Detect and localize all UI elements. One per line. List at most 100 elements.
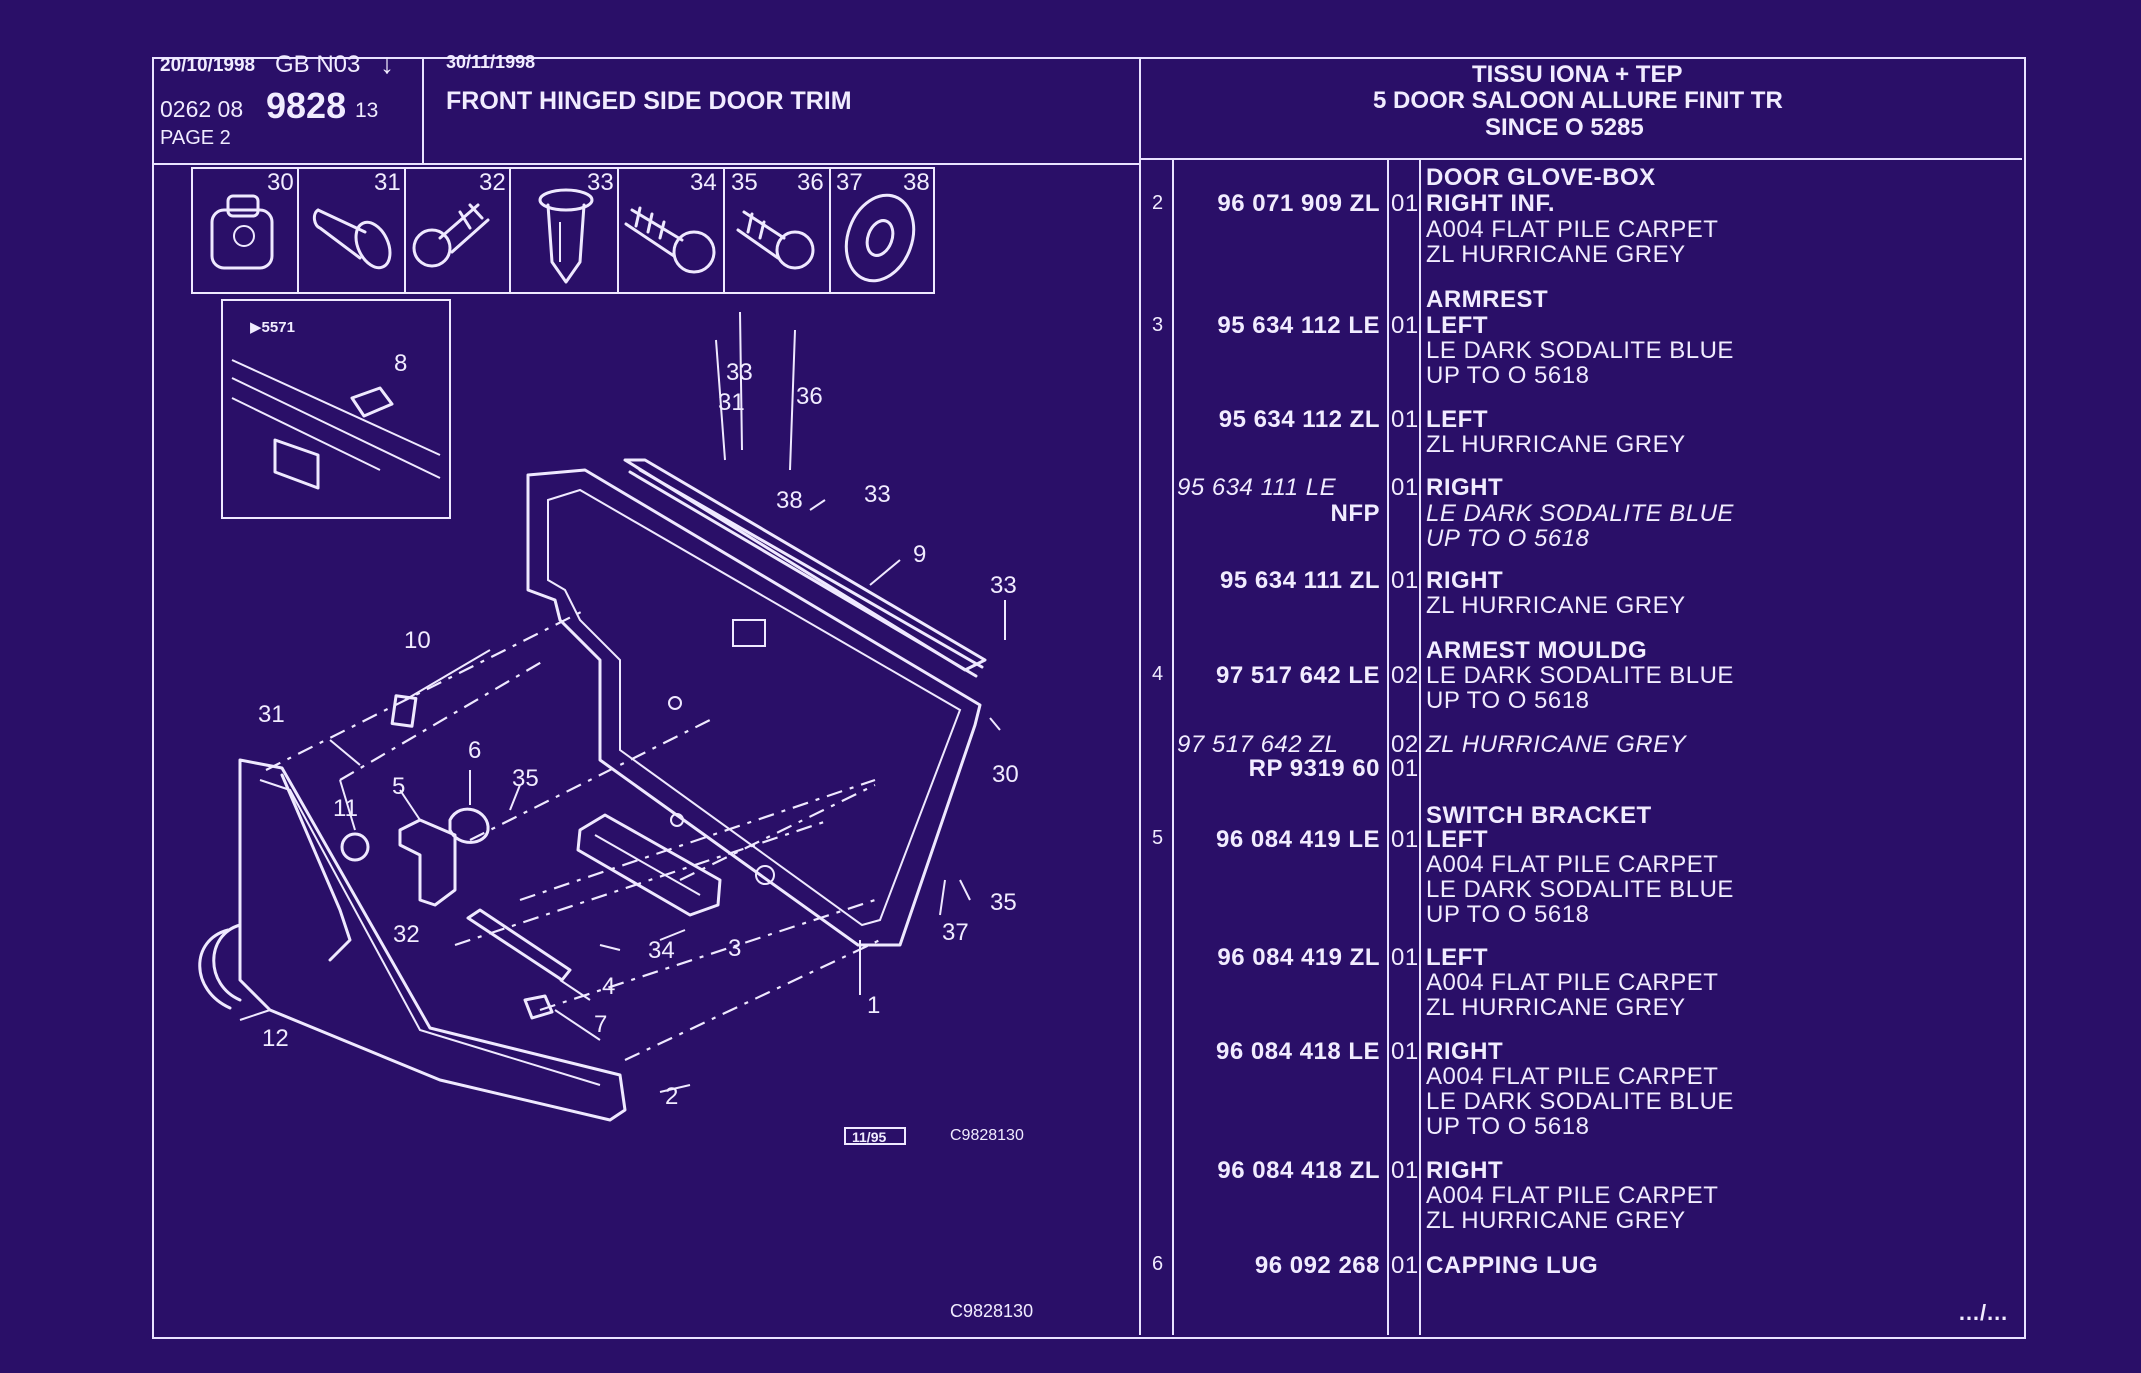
- side: RIGHT: [1426, 1038, 1504, 1065]
- header-region-code: GB N03: [275, 51, 361, 78]
- door-panel-9: [526, 458, 987, 947]
- header-date: 20/10/1998: [160, 55, 256, 76]
- part-number: 97 517 642 LE: [1216, 662, 1380, 689]
- callout-1: 1: [867, 992, 880, 1019]
- drawing-code-small: C9828130: [950, 1127, 1024, 1144]
- desc-line: A004 FLAT PILE CARPET: [1426, 216, 1719, 243]
- side: RIGHT INF.: [1426, 190, 1555, 217]
- desc-line: A004 FLAT PILE CARPET: [1426, 851, 1719, 878]
- callout-5: 5: [392, 773, 405, 800]
- ref-number: 6: [1152, 1253, 1164, 1275]
- header-page: PAGE 2: [160, 127, 231, 149]
- fastener-label-32: 32: [479, 169, 506, 196]
- callout-4: 4: [602, 973, 615, 1000]
- continued-marker: …/…: [1958, 1300, 2009, 1325]
- desc-line: LE DARK SODALITE BLUE: [1426, 1088, 1734, 1115]
- fastener-label-36: 36: [797, 169, 824, 196]
- fastener-label-35: 35: [731, 169, 758, 196]
- fastener-label-34: 34: [690, 169, 717, 196]
- drawing-code: C9828130: [950, 1301, 1034, 1321]
- main-vsep: [1139, 57, 1141, 1335]
- desc-line: UP TO O 5618: [1426, 687, 1590, 714]
- page-title: FRONT HINGED SIDE DOOR TRIM: [446, 87, 852, 115]
- callout-36: 36: [796, 383, 823, 410]
- callout-33-top: 33: [726, 359, 753, 386]
- fastener-label-38: 38: [903, 169, 930, 196]
- table-col-ref: [1172, 159, 1174, 1335]
- inset-callout: 8: [394, 350, 408, 377]
- callout-3: 3: [728, 935, 741, 962]
- desc-line: LE DARK SODALITE BLUE: [1426, 662, 1734, 689]
- armrest-3: [576, 813, 722, 917]
- side: LEFT: [1426, 826, 1488, 853]
- header-vsep-1: [422, 57, 424, 163]
- quantity: 01: [1391, 312, 1419, 339]
- callout-34: 34: [648, 937, 675, 964]
- quantity: 01: [1391, 474, 1419, 501]
- callout-33-mid: 33: [864, 481, 891, 508]
- screw-34-icon: [624, 206, 716, 274]
- part-6-icon: [448, 807, 490, 844]
- desc-line: UP TO O 5618: [1426, 901, 1590, 928]
- quantity: 02: [1391, 662, 1419, 689]
- inset-detail: [221, 299, 451, 519]
- part-number: RP 9319 60: [1248, 755, 1380, 782]
- title-date: 30/11/1998: [446, 52, 536, 72]
- header-divider-left: [152, 163, 1140, 165]
- glove-box-2: [198, 758, 627, 1122]
- callout-11: 11: [333, 795, 358, 822]
- header-divider-right: [1140, 158, 2022, 160]
- armrest-moulding-4: [466, 908, 572, 982]
- desc-line: ZL HURRICANE GREY: [1426, 1207, 1686, 1234]
- desc-line: A004 FLAT PILE CARPET: [1426, 1182, 1719, 1209]
- callout-6: 6: [468, 737, 481, 764]
- desc-line: ZL HURRICANE GREY: [1426, 731, 1687, 758]
- quantity: 01: [1391, 567, 1419, 594]
- spec-line-2: 5 DOOR SALOON ALLURE FINIT TR: [1373, 87, 1783, 114]
- callout-7: 7: [594, 1011, 607, 1038]
- quantity: 01: [1391, 944, 1419, 971]
- washer-38-icon: [844, 193, 916, 283]
- table-col-desc: [1419, 159, 1421, 1335]
- sheet-border: [152, 57, 2026, 1339]
- fastener-label-31: 31: [374, 169, 401, 196]
- clip-30-icon: [210, 194, 274, 270]
- spec-line-1: TISSU IONA + TEP: [1472, 61, 1683, 88]
- part-11-icon: [340, 832, 370, 862]
- callout-37: 37: [942, 919, 969, 946]
- desc-line: ZL HURRICANE GREY: [1426, 431, 1686, 458]
- part-number: 96 084 419 ZL: [1217, 944, 1380, 971]
- ref-number: 5: [1152, 827, 1164, 849]
- part-number: 97 517 642 ZL: [1177, 731, 1339, 758]
- part-number: 96 084 418 LE: [1216, 1038, 1380, 1065]
- side: LEFT: [1426, 944, 1488, 971]
- side: RIGHT: [1426, 1157, 1504, 1184]
- fastener-labels: 30 31 32 33 34 35 36 37 38: [267, 169, 930, 196]
- desc-line: UP TO O 5618: [1426, 525, 1590, 552]
- side: CAPPING LUG: [1426, 1252, 1599, 1279]
- callout-38: 38: [776, 487, 803, 514]
- ref-number: 4: [1152, 663, 1164, 685]
- stamp-date: 11/95: [852, 1129, 887, 1145]
- fastener-label-30: 30: [267, 169, 294, 196]
- diagram-callouts: 31 33 36 38 33 9 33 10 31 6 35 11 5 30 3…: [258, 359, 1019, 1110]
- push-pin-31-icon: [312, 208, 392, 270]
- callout-30: 30: [992, 761, 1019, 788]
- part-title: SWITCH BRACKET: [1426, 802, 1652, 829]
- part-number: 96 084 419 LE: [1216, 826, 1380, 853]
- desc-line: LE DARK SODALITE BLUE: [1426, 500, 1734, 527]
- desc-line: UP TO O 5618: [1426, 362, 1590, 389]
- part-7-icon: [523, 994, 554, 1020]
- desc-line: ZL HURRICANE GREY: [1426, 592, 1686, 619]
- quantity: 01: [1391, 826, 1419, 853]
- quantity: 01: [1391, 1038, 1419, 1065]
- part-number: 96 071 909 ZL: [1217, 190, 1380, 217]
- callout-12: 12: [262, 1025, 289, 1052]
- callout-33-right: 33: [990, 572, 1017, 599]
- quantity: 01: [1391, 1157, 1419, 1184]
- header-ref-suffix: 13: [355, 99, 379, 122]
- grommet-33-icon: [538, 188, 594, 284]
- fastener-label-37: 37: [836, 169, 863, 196]
- callout-10: 10: [404, 627, 431, 654]
- spec-line-3: SINCE O 5285: [1485, 114, 1644, 141]
